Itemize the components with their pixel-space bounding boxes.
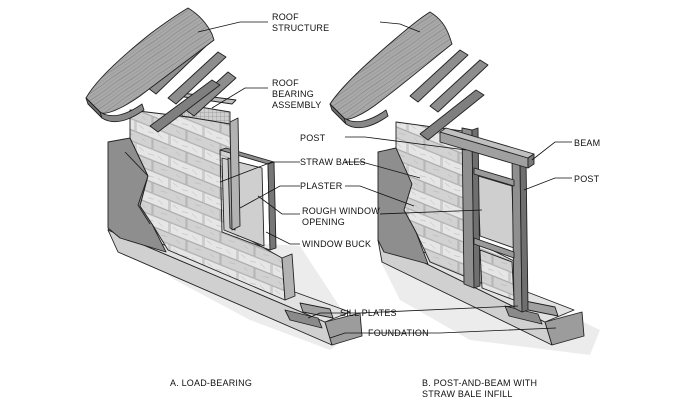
roof-sheathing-a <box>85 7 215 114</box>
leader-foundation-b <box>366 327 557 334</box>
label-window-buck: WINDOW BUCK <box>302 239 371 249</box>
caption-b-line2: STRAW BALE INFILL <box>422 389 513 399</box>
post-and-beam-wall-drawing <box>329 11 600 355</box>
leader-lines <box>197 21 572 339</box>
caption-a: A. LOAD-BEARING <box>170 378 252 388</box>
leader-roof-bearing <box>211 87 268 109</box>
leader-post-right <box>523 177 572 191</box>
leader-plaster <box>239 185 300 209</box>
leader-sill-plates-b <box>338 305 519 314</box>
rafters-b <box>409 49 489 141</box>
label-straw-bales: STRAW BALES <box>300 157 366 167</box>
load-bearing-wall-drawing <box>85 7 363 350</box>
label-rough-window-line1: ROUGH WINDOW <box>302 206 380 216</box>
callout-labels: ROOF STRUCTURE ROOF BEARING ASSEMBLY POS… <box>272 12 600 338</box>
rough-window-opening-b <box>477 175 515 249</box>
leader-roof-structure-b <box>379 21 421 33</box>
label-bearing-line3: ASSEMBLY <box>272 100 321 110</box>
label-post-right: POST <box>574 174 600 184</box>
label-roof-line2: STRUCTURE <box>272 23 329 33</box>
label-rough-window-line2: OPENING <box>302 217 345 227</box>
leader-beam <box>531 141 572 161</box>
label-sill-plates: SILL PLATES <box>340 308 397 318</box>
label-bearing-line1: ROOF <box>272 78 299 88</box>
label-foundation: FOUNDATION <box>368 328 429 338</box>
leader-plaster-b <box>345 185 415 207</box>
leader-straw-bales <box>219 161 300 183</box>
leader-rough-window <box>257 195 300 215</box>
label-roof-line1: ROOF <box>272 12 299 22</box>
leader-rough-window-b <box>379 209 483 215</box>
caption-b-line1: B. POST-AND-BEAM WITH <box>422 378 537 388</box>
leader-post-left <box>345 136 467 151</box>
roof-sheathing-b <box>329 11 453 120</box>
leader-foundation-a <box>329 332 366 339</box>
sill-plates-b <box>504 299 559 325</box>
leader-roof-structure <box>197 21 268 33</box>
captions: A. LOAD-BEARING B. POST-AND-BEAM WITH ST… <box>170 378 537 399</box>
label-beam: BEAM <box>574 138 600 148</box>
leader-window-buck <box>265 231 300 245</box>
label-post-left: POST <box>300 133 326 143</box>
leader-straw-bales-b <box>345 161 421 179</box>
leader-sill-plates-a <box>307 312 338 319</box>
label-bearing-line2: BEARING <box>272 89 314 99</box>
label-plaster: PLASTER <box>300 181 343 191</box>
post-and-beam-frame-b <box>439 127 535 313</box>
sill-plates-a <box>284 302 334 329</box>
